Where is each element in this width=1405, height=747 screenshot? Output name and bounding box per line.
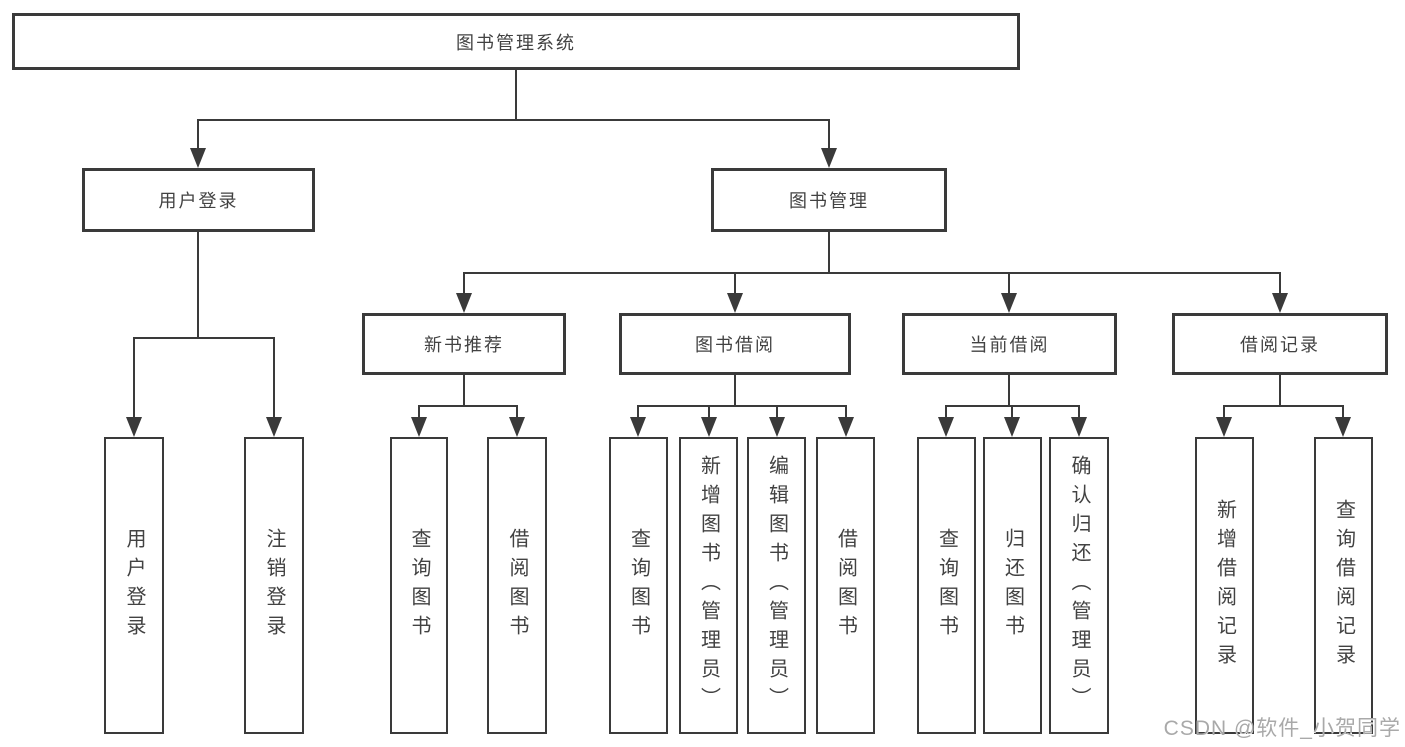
node-root: 图书管理系统 <box>12 13 1020 70</box>
connector-line <box>828 230 830 274</box>
connector-line <box>197 119 199 163</box>
csdn-watermark: CSDN @软件_小贺同学 <box>1163 717 1401 740</box>
connector-line <box>1279 272 1281 308</box>
node-leaf-query-books-1-label: 查询图书 <box>408 527 430 644</box>
node-leaf-query-books-3-label: 查询图书 <box>935 527 958 644</box>
node-leaf-add-book-admin-label: 新增图书（管理员） <box>697 455 720 716</box>
node-leaf-return-books-label: 归还图书 <box>1001 527 1024 644</box>
connector-arrowhead <box>411 417 427 437</box>
node-leaf-query-books-2-label: 查询图书 <box>627 527 650 644</box>
connector-arrowhead <box>266 417 282 437</box>
node-leaf-edit-book-admin-label: 编辑图书（管理员） <box>765 455 788 716</box>
connector-line <box>515 69 517 121</box>
node-current-borrowing: 当前借阅 <box>902 313 1117 375</box>
node-leaf-borrow-books-1: 借阅图书 <box>487 437 547 734</box>
node-leaf-query-books-2: 查询图书 <box>609 437 668 734</box>
connector-arrowhead <box>1001 293 1017 313</box>
connector-arrowhead <box>1272 293 1288 313</box>
node-user-login-label: 用户登录 <box>158 191 239 211</box>
connector-line <box>828 119 830 163</box>
connector-line <box>463 272 1281 274</box>
node-book-borrowing-label: 图书借阅 <box>695 335 775 355</box>
connector-arrowhead <box>938 417 954 437</box>
connector-line <box>133 337 135 432</box>
connector-arrowhead <box>1335 417 1351 437</box>
node-leaf-edit-book-admin: 编辑图书（管理员） <box>747 437 806 734</box>
node-new-book-recommend-label: 新书推荐 <box>424 335 504 355</box>
connector-arrowhead <box>1216 417 1232 437</box>
connector-arrowhead <box>630 417 646 437</box>
node-leaf-user-login: 用户登录 <box>104 437 164 734</box>
node-leaf-add-borrow-record: 新增借阅记录 <box>1195 437 1254 734</box>
connector-line <box>463 272 465 308</box>
connector-arrowhead <box>701 417 717 437</box>
connector-line <box>418 405 518 407</box>
node-leaf-user-login-label: 用户登录 <box>123 527 145 644</box>
connector-arrowhead <box>190 148 206 168</box>
connector-line <box>734 272 736 308</box>
node-leaf-borrow-books-1-label: 借阅图书 <box>506 527 528 644</box>
node-current-borrowing-label: 当前借阅 <box>969 335 1050 355</box>
node-book-management: 图书管理 <box>711 168 947 232</box>
node-leaf-borrow-books-2: 借阅图书 <box>816 437 875 734</box>
connector-arrowhead <box>1004 417 1020 437</box>
connector-arrowhead <box>821 148 837 168</box>
node-leaf-query-books-3: 查询图书 <box>917 437 976 734</box>
node-root-label: 图书管理系统 <box>456 32 576 53</box>
connector-line <box>637 405 846 407</box>
connector-arrowhead <box>456 293 472 313</box>
node-leaf-confirm-return-admin-label: 确认归还（管理员） <box>1068 455 1090 716</box>
connector-arrowhead <box>838 417 854 437</box>
connector-line <box>133 337 275 339</box>
connector-line <box>1279 373 1281 407</box>
node-leaf-add-book-admin: 新增图书（管理员） <box>679 437 738 734</box>
connector-line <box>1008 373 1010 407</box>
node-leaf-confirm-return-admin: 确认归还（管理员） <box>1049 437 1109 734</box>
node-borrowing-records-label: 借阅记录 <box>1240 335 1320 355</box>
connector-line <box>463 373 465 407</box>
connector-line <box>273 337 275 432</box>
connector-arrowhead <box>509 417 525 437</box>
connector-arrowhead <box>1071 417 1087 437</box>
node-leaf-query-borrow-record: 查询借阅记录 <box>1314 437 1373 734</box>
connector-arrowhead <box>126 417 142 437</box>
node-leaf-logout-label: 注销登录 <box>263 527 285 644</box>
node-book-borrowing: 图书借阅 <box>619 313 851 375</box>
connector-arrowhead <box>727 293 743 313</box>
node-user-login: 用户登录 <box>82 168 315 232</box>
node-book-management-label: 图书管理 <box>789 191 869 211</box>
node-leaf-query-books-1: 查询图书 <box>390 437 448 734</box>
node-borrowing-records: 借阅记录 <box>1172 313 1388 375</box>
node-new-book-recommend: 新书推荐 <box>362 313 566 375</box>
connector-line <box>1223 405 1344 407</box>
connector-line <box>197 230 199 338</box>
connector-line <box>1008 272 1010 308</box>
connector-arrowhead <box>769 417 785 437</box>
connector-line <box>734 373 736 407</box>
node-leaf-logout: 注销登录 <box>244 437 304 734</box>
node-leaf-add-borrow-record-label: 新增借阅记录 <box>1213 498 1236 673</box>
node-leaf-borrow-books-2-label: 借阅图书 <box>834 527 857 644</box>
node-leaf-query-borrow-record-label: 查询借阅记录 <box>1332 498 1355 673</box>
node-leaf-return-books: 归还图书 <box>983 437 1042 734</box>
connector-line <box>197 119 830 121</box>
